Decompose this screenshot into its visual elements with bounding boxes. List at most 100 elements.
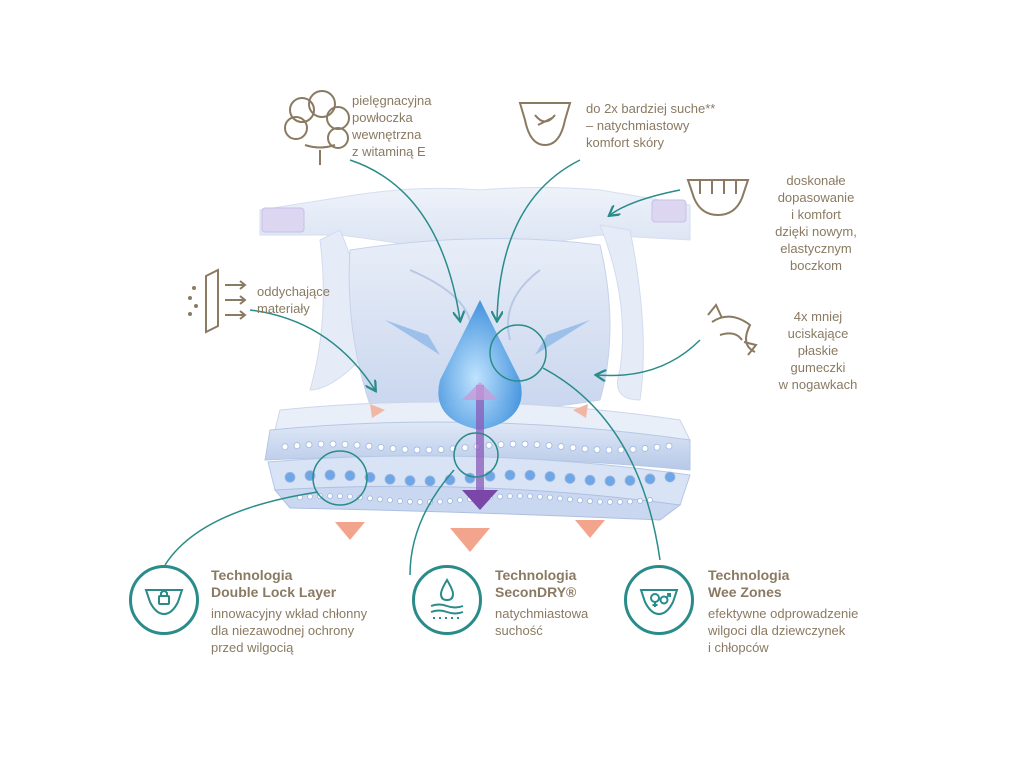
bead bbox=[344, 470, 356, 482]
bead bbox=[557, 443, 565, 450]
tech-wee-zones-title: Technologia Wee Zones bbox=[708, 567, 790, 600]
bead bbox=[397, 498, 403, 504]
bead bbox=[547, 494, 553, 501]
wee-zones-badge bbox=[624, 565, 694, 635]
bead bbox=[377, 443, 385, 451]
bead bbox=[387, 497, 393, 504]
dry-diaper-icon bbox=[518, 102, 572, 147]
bead bbox=[533, 441, 541, 448]
bead bbox=[324, 469, 336, 481]
bead bbox=[457, 497, 463, 503]
bead bbox=[485, 441, 493, 449]
bead bbox=[347, 493, 353, 500]
bead bbox=[461, 444, 469, 452]
elastic-icon bbox=[707, 303, 758, 356]
bead bbox=[617, 446, 625, 454]
bead bbox=[424, 475, 436, 487]
bead bbox=[507, 493, 513, 500]
bead bbox=[353, 441, 361, 449]
bead bbox=[437, 446, 445, 453]
bead bbox=[365, 442, 373, 450]
drop-layers-icon bbox=[430, 578, 464, 619]
bead bbox=[527, 493, 533, 500]
bead bbox=[367, 495, 373, 502]
bead bbox=[544, 471, 556, 482]
bead bbox=[637, 497, 643, 504]
care-coating-text: pielęgnacyjna powłoczka wewnętrzna z wit… bbox=[352, 93, 432, 159]
bead bbox=[437, 498, 443, 505]
breathable-icon bbox=[188, 268, 247, 334]
bead bbox=[327, 493, 333, 499]
tech-double-lock-title: Technologia Double Lock Layer bbox=[211, 567, 337, 600]
bead bbox=[564, 473, 576, 484]
bead bbox=[401, 446, 409, 453]
bead bbox=[545, 442, 553, 449]
bead bbox=[517, 493, 523, 499]
bead bbox=[281, 443, 289, 451]
bead bbox=[584, 474, 596, 486]
fit-diaper-icon bbox=[686, 179, 750, 217]
bead bbox=[604, 475, 616, 487]
bead bbox=[293, 442, 301, 450]
bead bbox=[629, 445, 637, 453]
bead bbox=[593, 446, 601, 454]
bead bbox=[447, 498, 453, 504]
bead bbox=[569, 444, 577, 452]
bead bbox=[377, 496, 383, 503]
bead bbox=[341, 440, 349, 448]
bead bbox=[425, 446, 433, 454]
bead bbox=[509, 440, 517, 448]
bead bbox=[647, 497, 653, 503]
diaper-gender-icon bbox=[639, 589, 679, 616]
water-drop bbox=[438, 300, 522, 510]
bead bbox=[605, 446, 613, 454]
bead bbox=[597, 498, 603, 505]
bead bbox=[653, 443, 661, 451]
cotton-icon bbox=[284, 90, 350, 165]
bead bbox=[305, 441, 313, 449]
bead bbox=[389, 445, 397, 452]
tech-secondry-desc: natychmiastowa suchość bbox=[495, 606, 589, 638]
callout-lines bbox=[164, 159, 701, 576]
bead bbox=[404, 475, 416, 487]
bead bbox=[407, 498, 413, 505]
bead bbox=[497, 493, 503, 500]
drier-text: do 2x bardziej suche** – natychmiastowy … bbox=[586, 101, 716, 150]
bead bbox=[664, 471, 676, 483]
bead bbox=[665, 442, 673, 450]
bead bbox=[317, 440, 325, 448]
tech-wee-zones-desc: efektywne odprowadzenie wilgoci dla dzie… bbox=[708, 606, 859, 655]
bead bbox=[284, 471, 296, 483]
bead bbox=[329, 440, 337, 448]
bead bbox=[587, 498, 593, 505]
bead bbox=[581, 445, 589, 453]
bead bbox=[524, 469, 536, 481]
bead bbox=[307, 493, 313, 500]
bead bbox=[577, 497, 583, 504]
tech-double-lock-desc: innowacyjny wkład chłonny dla niezawodne… bbox=[211, 606, 368, 655]
bead bbox=[504, 469, 516, 481]
bead bbox=[537, 493, 543, 500]
bead bbox=[417, 499, 423, 505]
tech-secondry-title: Technologia SeconDRY® bbox=[495, 567, 577, 600]
bead bbox=[644, 473, 656, 485]
bead bbox=[337, 493, 343, 500]
bead bbox=[413, 446, 421, 454]
moisture-arrows bbox=[335, 404, 605, 552]
bead bbox=[641, 445, 649, 452]
bead bbox=[384, 473, 396, 485]
bead bbox=[627, 498, 633, 505]
secondry-badge bbox=[412, 565, 482, 635]
bead bbox=[497, 441, 505, 448]
bead bbox=[617, 499, 623, 505]
bead bbox=[567, 496, 573, 503]
bead bbox=[607, 499, 613, 505]
breathable-text: oddychające materiały bbox=[257, 284, 330, 316]
bead bbox=[624, 475, 636, 486]
diaper-lock-icon bbox=[144, 589, 184, 616]
bead bbox=[557, 495, 563, 502]
bead bbox=[521, 440, 529, 448]
fit-text: doskonałe dopasowanie i komfort dzięki n… bbox=[775, 173, 857, 273]
